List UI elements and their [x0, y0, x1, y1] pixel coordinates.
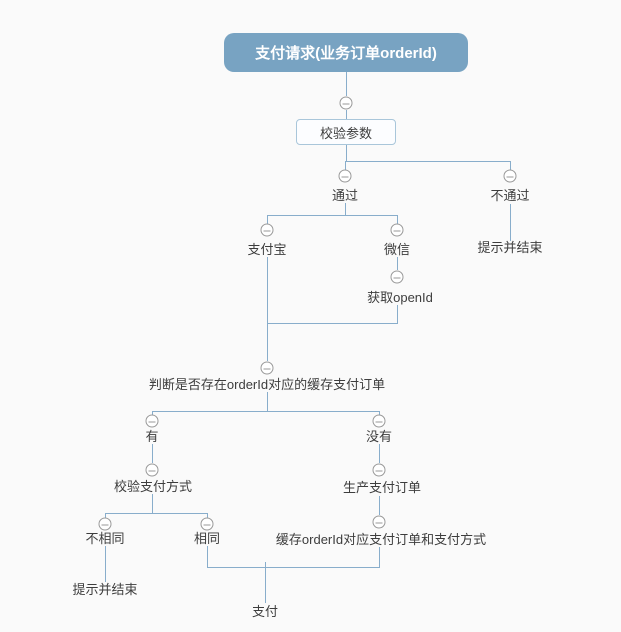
node-cache-pay-order[interactable]: 缓存orderId对应支付订单和支付方式 [275, 532, 487, 548]
connector-line [346, 110, 347, 119]
connector-line [510, 204, 511, 241]
collapse-icon[interactable] [145, 463, 159, 477]
connector-line [397, 257, 398, 270]
connector-line [397, 215, 398, 224]
connector-line [207, 567, 380, 568]
connector-line [105, 546, 106, 582]
connector-line [267, 392, 268, 411]
node-pay[interactable]: 支付 [251, 604, 279, 620]
collapse-icon[interactable] [372, 414, 386, 428]
connector-line [345, 161, 346, 170]
collapse-icon[interactable] [200, 517, 214, 531]
connector-line [379, 496, 380, 515]
connector-line [207, 546, 208, 567]
node-pass[interactable]: 通过 [331, 188, 359, 204]
connector-line [379, 444, 380, 463]
node-fail-end[interactable]: 提示并结束 [477, 240, 543, 256]
collapse-icon[interactable] [338, 169, 352, 183]
connector-line [397, 305, 398, 323]
node-verify-pay-method[interactable]: 校验支付方式 [113, 479, 193, 495]
node-no-cached[interactable]: 没有 [365, 429, 393, 445]
node-same[interactable]: 相同 [193, 531, 221, 547]
connector-line [152, 411, 380, 412]
connector-line [105, 513, 106, 518]
node-validate-params[interactable]: 校验参数 [296, 119, 396, 145]
node-fail[interactable]: 不通过 [490, 188, 530, 204]
node-payment-request[interactable]: 支付请求(业务订单orderId) [224, 33, 468, 72]
connector-line [346, 145, 347, 161]
connector-line [346, 72, 347, 96]
connector-line [267, 323, 398, 324]
connector-line [267, 215, 268, 224]
connector-line [152, 444, 153, 463]
connector-line [105, 513, 208, 514]
collapse-icon[interactable] [503, 169, 517, 183]
node-check-cached-order[interactable]: 判断是否存在orderId对应的缓存支付订单 [148, 377, 386, 393]
collapse-icon[interactable] [372, 515, 386, 529]
connector-line [207, 513, 208, 518]
collapse-icon[interactable] [145, 414, 159, 428]
connector-line [345, 161, 511, 162]
connector-line [510, 161, 511, 170]
connector-line [379, 411, 380, 415]
connector-line [152, 494, 153, 513]
connector-line [267, 215, 398, 216]
node-create-pay-order[interactable]: 生产支付订单 [342, 480, 422, 496]
connector-line [379, 547, 380, 567]
collapse-icon[interactable] [260, 223, 274, 237]
connector-line [345, 203, 346, 215]
connector-line [265, 562, 266, 603]
collapse-icon[interactable] [339, 96, 353, 110]
node-alipay[interactable]: 支付宝 [247, 242, 287, 258]
node-not-same-end[interactable]: 提示并结束 [72, 582, 138, 598]
collapse-icon[interactable] [260, 361, 274, 375]
collapse-icon[interactable] [390, 270, 404, 284]
connector-line [267, 257, 268, 323]
collapse-icon[interactable] [372, 463, 386, 477]
collapse-icon[interactable] [390, 223, 404, 237]
node-wechat[interactable]: 微信 [383, 242, 411, 258]
connector-line [267, 323, 268, 361]
collapse-icon[interactable] [98, 517, 112, 531]
node-not-same[interactable]: 不相同 [85, 531, 125, 547]
connector-line [152, 411, 153, 415]
node-get-openid[interactable]: 获取openId [367, 290, 433, 306]
node-has-cached[interactable]: 有 [145, 429, 159, 445]
